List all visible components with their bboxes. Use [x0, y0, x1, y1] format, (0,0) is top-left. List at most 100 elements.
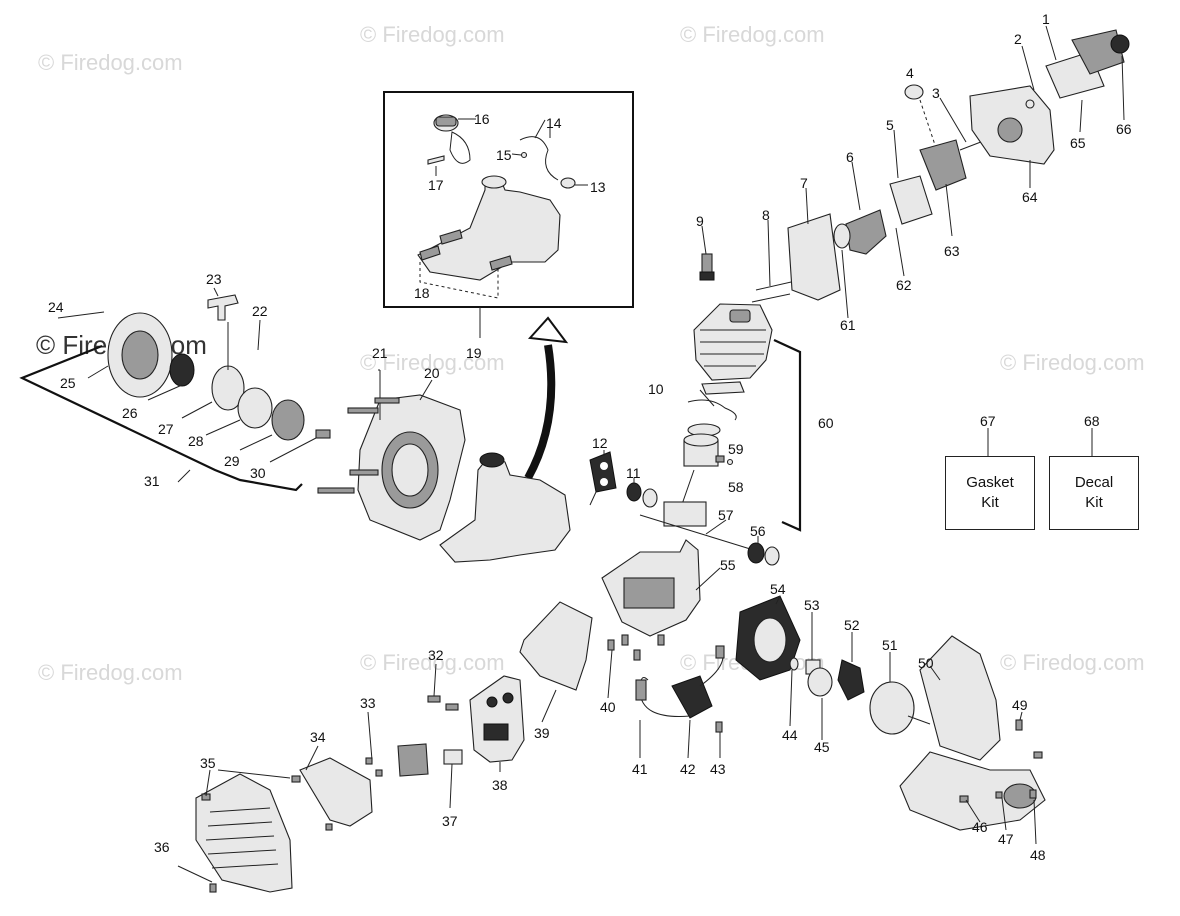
part-number-34[interactable]: 34	[310, 729, 326, 745]
part-number-27[interactable]: 27	[158, 421, 174, 437]
part-number-20[interactable]: 20	[424, 365, 440, 381]
part-number-43[interactable]: 43	[710, 761, 726, 777]
part-number-1[interactable]: 1	[1042, 11, 1050, 27]
part-number-50[interactable]: 50	[918, 655, 934, 671]
part-number-17[interactable]: 17	[428, 177, 444, 193]
part-air-filter-cover	[969, 85, 1055, 165]
part-screws	[317, 370, 400, 494]
bracket-31	[19, 344, 303, 492]
part-screws-46-49	[959, 719, 1043, 803]
part-number-45[interactable]: 45	[814, 739, 830, 755]
part-number-8[interactable]: 8	[762, 207, 770, 223]
part-number-56[interactable]: 56	[750, 523, 766, 539]
watermark: © Firedog.com	[360, 350, 505, 375]
part-number-46[interactable]: 46	[972, 819, 988, 835]
part-number-9[interactable]: 9	[696, 213, 704, 229]
part-piston	[683, 423, 734, 467]
part-number-4[interactable]: 4	[906, 65, 914, 81]
part-number-35[interactable]: 35	[200, 755, 216, 771]
part-number-13[interactable]: 13	[590, 179, 606, 195]
part-knob-66	[1110, 34, 1130, 54]
part-number-11[interactable]: 11	[626, 465, 641, 481]
part-number-64[interactable]: 64	[1022, 189, 1038, 205]
part-number-19[interactable]: 19	[466, 345, 482, 361]
part-clutch-housing	[899, 635, 1046, 831]
watermark: © Firedog.com	[38, 660, 183, 685]
part-number-49[interactable]: 49	[1012, 697, 1028, 713]
arrow-icon	[524, 344, 556, 480]
part-number-25[interactable]: 25	[60, 375, 76, 391]
part-number-14[interactable]: 14	[546, 115, 562, 131]
part-number-10[interactable]: 10	[648, 381, 664, 397]
part-number-32[interactable]: 32	[428, 647, 444, 663]
part-gasket-37	[443, 749, 463, 765]
part-clutch-52	[837, 659, 865, 701]
part-number-42[interactable]: 42	[680, 761, 696, 777]
part-intake-adapter	[833, 209, 887, 255]
part-fuel-filter	[560, 177, 576, 189]
part-number-53[interactable]: 53	[804, 597, 820, 613]
part-number-18[interactable]: 18	[414, 285, 430, 301]
part-number-39[interactable]: 39	[534, 725, 550, 741]
part-bolts-40	[607, 634, 665, 661]
part-number-58[interactable]: 58	[728, 479, 744, 495]
part-number-41[interactable]: 41	[632, 761, 648, 777]
part-number-62[interactable]: 62	[896, 277, 912, 293]
part-number-66[interactable]: 66	[1116, 121, 1132, 137]
part-number-7[interactable]: 7	[800, 175, 808, 191]
part-number-65[interactable]: 65	[1070, 135, 1086, 151]
part-spark-plug	[699, 253, 715, 281]
part-screen	[397, 743, 429, 777]
part-number-12[interactable]: 12	[592, 435, 608, 451]
part-number-61[interactable]: 61	[840, 317, 856, 333]
part-number-52[interactable]: 52	[844, 617, 860, 633]
part-number-37[interactable]: 37	[442, 813, 458, 829]
part-number-15[interactable]: 15	[496, 147, 512, 163]
watermark: © Firedog.com	[360, 650, 505, 675]
part-screws-32	[427, 695, 459, 711]
watermark: © Firedog.com	[360, 22, 505, 47]
part-ignition-module	[635, 645, 725, 733]
part-number-57[interactable]: 57	[718, 507, 734, 523]
part-number-21[interactable]: 21	[372, 345, 388, 361]
part-number-3[interactable]: 3	[932, 85, 940, 101]
part-number-30[interactable]: 30	[250, 465, 266, 481]
part-number-38[interactable]: 38	[492, 777, 508, 793]
part-number-59[interactable]: 59	[728, 441, 744, 457]
part-gasket-10	[687, 399, 737, 421]
part-number-33[interactable]: 33	[360, 695, 376, 711]
part-number-31[interactable]: 31	[144, 473, 160, 489]
part-number-24[interactable]: 24	[48, 299, 64, 315]
part-number-47[interactable]: 47	[998, 831, 1014, 847]
part-number-40[interactable]: 40	[600, 699, 616, 715]
part-muffler-cover	[299, 757, 373, 827]
bracket-60	[773, 339, 802, 532]
part-number-54[interactable]: 54	[770, 581, 786, 597]
part-number-2[interactable]: 2	[1014, 31, 1022, 47]
part-number-23[interactable]: 23	[206, 271, 222, 287]
part-muffler	[469, 675, 525, 763]
part-number-63[interactable]: 63	[944, 243, 960, 259]
part-air-filter	[787, 213, 841, 301]
part-number-26[interactable]: 26	[122, 405, 138, 421]
part-number-29[interactable]: 29	[224, 453, 240, 469]
part-number-51[interactable]: 51	[882, 637, 898, 653]
part-number-5[interactable]: 5	[886, 117, 894, 133]
part-number-44[interactable]: 44	[782, 727, 798, 743]
part-crankcase	[601, 539, 701, 637]
part-number-60[interactable]: 60	[818, 415, 834, 431]
part-number-36[interactable]: 36	[154, 839, 170, 855]
part-number-16[interactable]: 16	[474, 111, 490, 127]
part-cylinder-guard	[195, 773, 293, 893]
watermark: © Firedog.com	[1000, 650, 1145, 675]
part-number-28[interactable]: 28	[188, 433, 204, 449]
part-number-6[interactable]: 6	[846, 149, 854, 165]
decal-kit-line1: Decal	[1074, 473, 1114, 491]
part-number-55[interactable]: 55	[720, 557, 736, 573]
part-number-48[interactable]: 48	[1030, 847, 1046, 863]
part-number-22[interactable]: 22	[252, 303, 268, 319]
part-fuel-tank-inset	[417, 175, 561, 299]
